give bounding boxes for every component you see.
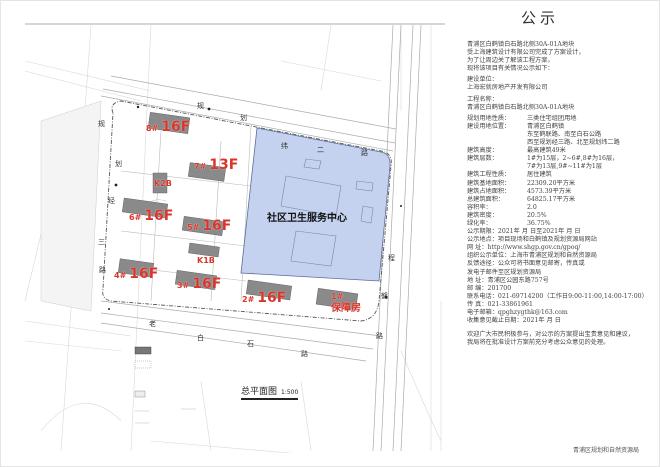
building-label-7: 7#13F [194,157,239,173]
building-label-k1b: K1B [197,256,215,265]
publicity-line: 传 真：021-33861961 [467,300,533,308]
field-row: 绿化率：36.75% [467,219,551,227]
field-row: 建设用地位置：青浦区白鹤镇 [467,122,565,130]
road-label-south: 老 [149,320,156,328]
medical-center-label: 社区卫生服务中心 [267,213,347,224]
field-row: 西至规划经三路、北至规划纬二路 [527,139,620,147]
field-row: 7#为13层,9#~11#为1层 [527,163,603,171]
notice-text: 青浦区白鹤镇白石路北侧30A-01A地块 受上海建筑设计有限公司完成了方案设计，… [467,41,657,347]
road-label-south: 白 [197,334,204,342]
road-label-west: 三 [98,238,105,246]
field-row: 建筑占地面积：4573.39平方米 [467,187,572,195]
building-label-8: 8#16F [146,119,191,135]
intro-line: 受上海建筑设计有限公司完成了方案设计， [467,49,585,57]
publicity-line: 公示地点：项目现场和白鹤镇及规划资源局网站 [467,236,597,244]
publicity-line: 邮 编：201700 [467,284,512,292]
intro-line: 青浦区白鹤镇白石路北侧30A-01A地块 [467,41,575,48]
building-label-5: 5#16F [187,218,232,234]
road-label-east-misc: 程 [388,254,395,262]
field-row: 建筑密度：20.5% [467,211,547,219]
publicity-line: 联系电话：021-69714200（工作日9:00-11:00,14:00-17… [467,292,648,300]
publicity-line: 地 址：青浦区公园东路757号 [467,276,549,284]
intro-line: 现将该项目有关情况公示如下： [467,65,554,73]
email-link[interactable]: 电子邮箱：qpghzygthk@163.com [467,309,568,316]
field-row: 建筑高度：最高建筑49米 [467,147,566,155]
closing-line: 我局将在批准设计方案前充分考虑公众意见的处理。 [467,339,610,347]
closing-line: 欢迎广大市民积极参与，对公示的方案提出宝贵意见和建议， [467,331,635,339]
road-label-east: 鹤 [381,292,388,300]
road-label-west: 划 [115,160,122,168]
building-label-1: 1#保障房 [331,292,361,314]
field-row: 规划用地性质：三类住宅组团用地 [467,114,577,122]
issuing-org: 青浦区规划和自然资源局 [573,447,640,454]
site-plan-drawing [24,24,442,453]
road-label-north: 纬 [281,142,288,150]
building-label-2: 2#16F [242,290,287,306]
field-row: 建设单位： [467,76,498,84]
field-row: 总建筑面积：64825.17平方米 [467,195,576,203]
field-row: 青浦区白鹤镇白石路北侧30A-01A地块 [467,103,575,111]
building-label-6: 6#16F [129,208,174,224]
road-label-north: 二 [317,146,324,154]
intro-line: 为了让周边关了解该工程方案， [467,57,554,65]
road-label-south: 石 [247,340,254,348]
building-label-3: 3#16F [177,276,222,292]
building-label-k2b: K2B [154,179,172,188]
page-title: 公示 [521,9,560,27]
publicity-line: 反馈途径：公众可将书面意见邮寄，传真或 [467,260,585,268]
road-label-west: 路 [99,266,106,274]
road-label-north: 路 [361,149,368,157]
field-row: 建筑层数：1#为15层，2~6#,8#为16层， [467,155,619,163]
publicity-line: 发电子邮件至区规划资源局 [467,268,542,276]
field-row: 建筑工程性质：居住建筑 [467,171,552,179]
website-link[interactable]: 网 址：http://www.shgp.gov.cn/gpoq/ [467,244,581,252]
field-row: 容积率：2.0 [467,203,537,211]
road-label-north: 规 [197,102,204,110]
field-row: 东至鹤联路、南至白石公路 [527,130,602,138]
road-label-south: 路 [301,350,308,358]
building-label-4: 4#16F [114,266,159,282]
road-label-north: 划 [240,114,247,122]
field-row: 建筑基地面积：22309.20平方米 [467,179,576,187]
field-row: 上海宏就房地产开发有限公司 [467,84,548,92]
site-plan-map [23,23,453,453]
road-label-west: 经 [108,197,115,205]
road-label-west: 规 [98,120,105,128]
field-row: 工程名称： [467,95,498,103]
map-top-border [25,23,445,25]
road-label-east: 路 [376,332,383,340]
publicity-line: 收集意见截止日期：2021年 月 日 [467,317,561,325]
publicity-line: 组织公示单位：上海市青浦区规划和自然资源局 [467,252,597,260]
publicity-line: 公示期限：2021年 月 日至2021年 月 日 [467,228,581,236]
